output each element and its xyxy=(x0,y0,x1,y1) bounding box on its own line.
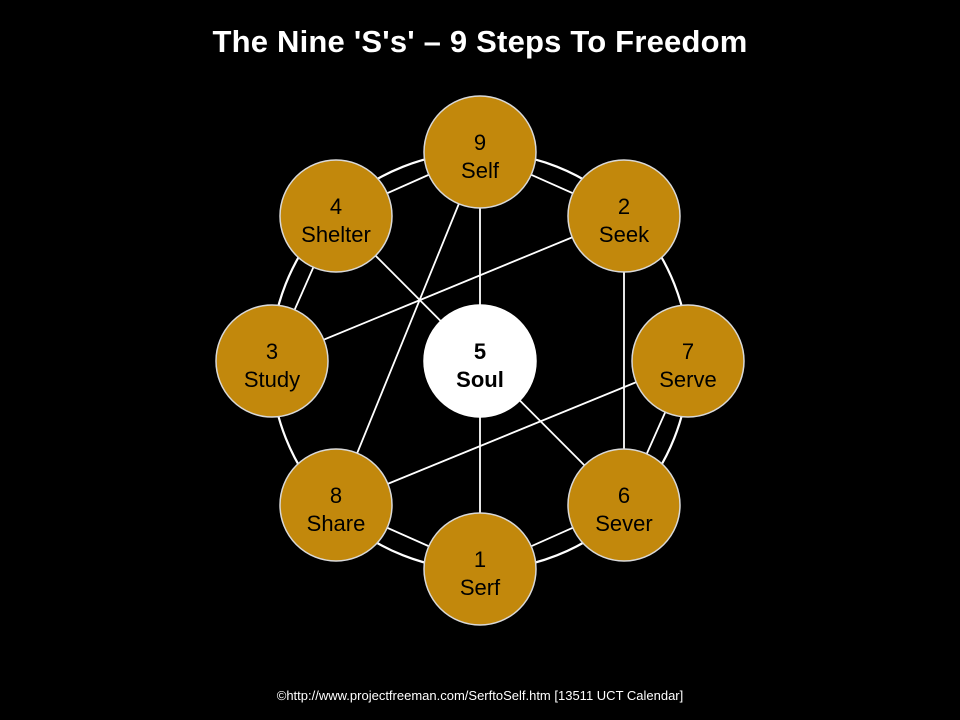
node-label: Study xyxy=(244,367,300,392)
node-number: 5 xyxy=(474,339,486,364)
node-label: Serve xyxy=(659,367,716,392)
node-label: Share xyxy=(307,511,366,536)
node-number: 8 xyxy=(330,483,342,508)
node-number: 3 xyxy=(266,339,278,364)
node-number: 6 xyxy=(618,483,630,508)
connector-line xyxy=(335,360,689,506)
node-label: Soul xyxy=(456,367,504,392)
page-title: The Nine 'S's' – 9 Steps To Freedom xyxy=(212,24,748,59)
node-label: Sever xyxy=(595,511,652,536)
connector-line xyxy=(271,215,625,362)
node-label: Seek xyxy=(599,222,650,247)
node-number: 4 xyxy=(330,194,342,219)
source-footnote: ©http://www.projectfreeman.com/SerftoSel… xyxy=(276,688,684,703)
node-label: Self xyxy=(461,158,500,183)
node-label: Shelter xyxy=(301,222,371,247)
node-number: 7 xyxy=(682,339,694,364)
node-circle[interactable] xyxy=(631,304,745,418)
node-number: 1 xyxy=(474,547,486,572)
node-circle[interactable] xyxy=(567,448,681,562)
node-circle[interactable] xyxy=(423,512,537,626)
node-number: 9 xyxy=(474,130,486,155)
node-circle[interactable] xyxy=(215,304,329,418)
node-circle[interactable] xyxy=(279,159,393,273)
node-number: 2 xyxy=(618,194,630,219)
node-circle[interactable] xyxy=(567,159,681,273)
node-circle[interactable] xyxy=(423,95,537,209)
node-label: Serf xyxy=(460,575,501,600)
node-circle[interactable] xyxy=(423,304,537,418)
node-circle[interactable] xyxy=(279,448,393,562)
connector-line xyxy=(335,151,481,506)
